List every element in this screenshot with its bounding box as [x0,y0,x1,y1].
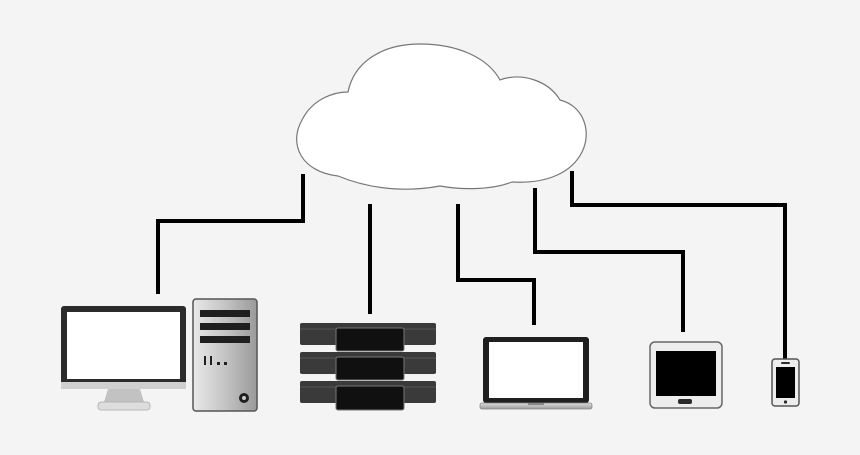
monitor-icon [61,306,186,411]
edge-cloud-desktop [156,174,305,294]
edge-cloud-laptop [456,204,536,325]
laptop-icon [479,337,593,410]
edge-cloud-smartphone [570,171,787,359]
connection-lines [156,171,787,359]
smartphone-icon [771,358,800,407]
edge-cloud-tablet [533,188,685,332]
server-rack-icon [300,323,436,411]
tablet-icon [649,341,723,409]
computer-tower-icon [192,298,258,412]
cloud-icon [296,43,587,190]
